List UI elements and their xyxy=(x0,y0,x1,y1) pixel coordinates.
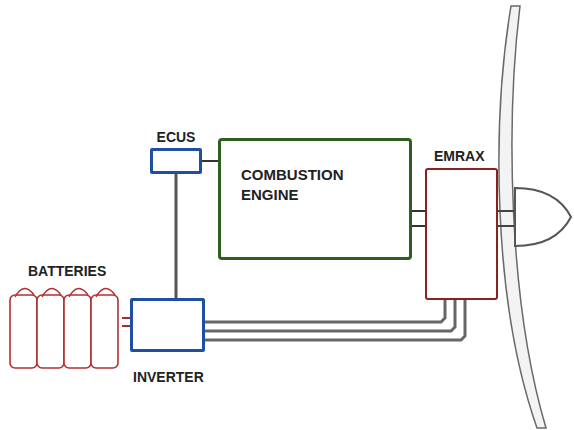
battery-cell xyxy=(37,295,64,368)
box-label: COMBUSTION ENGINE xyxy=(241,165,361,205)
battery-pack: BATTERIES xyxy=(8,285,122,370)
wire-line xyxy=(122,325,130,327)
battery-cell xyxy=(91,295,118,368)
battery-cells xyxy=(8,285,122,370)
propeller-spinner xyxy=(515,188,571,246)
cell-terminal xyxy=(96,288,115,297)
wire-line xyxy=(175,174,178,298)
battery-cell xyxy=(64,295,91,368)
wire-connector xyxy=(176,174,177,298)
wire-connector xyxy=(122,318,130,326)
part-label: ECUS xyxy=(157,129,196,145)
wire-line xyxy=(412,225,425,227)
ecu-box: ECUS xyxy=(150,148,202,174)
cell-terminal xyxy=(69,288,88,297)
cell-terminal xyxy=(42,288,61,297)
part-label: EMRAX xyxy=(434,148,485,164)
part-label: INVERTER xyxy=(133,369,204,385)
motor-box: EMRAX xyxy=(425,168,498,300)
part-label: BATTERIES xyxy=(28,263,106,279)
wire-line xyxy=(205,300,455,331)
engine-box: COMBUSTION ENGINE xyxy=(218,138,412,260)
battery-cell xyxy=(10,295,37,368)
wire-line xyxy=(205,300,465,340)
wire-line xyxy=(202,160,218,162)
cell-terminal xyxy=(15,288,34,297)
wire-line xyxy=(412,210,425,212)
wire-connector xyxy=(202,161,218,162)
wire-line xyxy=(122,317,130,319)
wire-connector xyxy=(412,211,425,226)
wire-line xyxy=(205,300,445,322)
inverter-box: INVERTER xyxy=(130,298,205,352)
wire-connector xyxy=(205,300,465,340)
